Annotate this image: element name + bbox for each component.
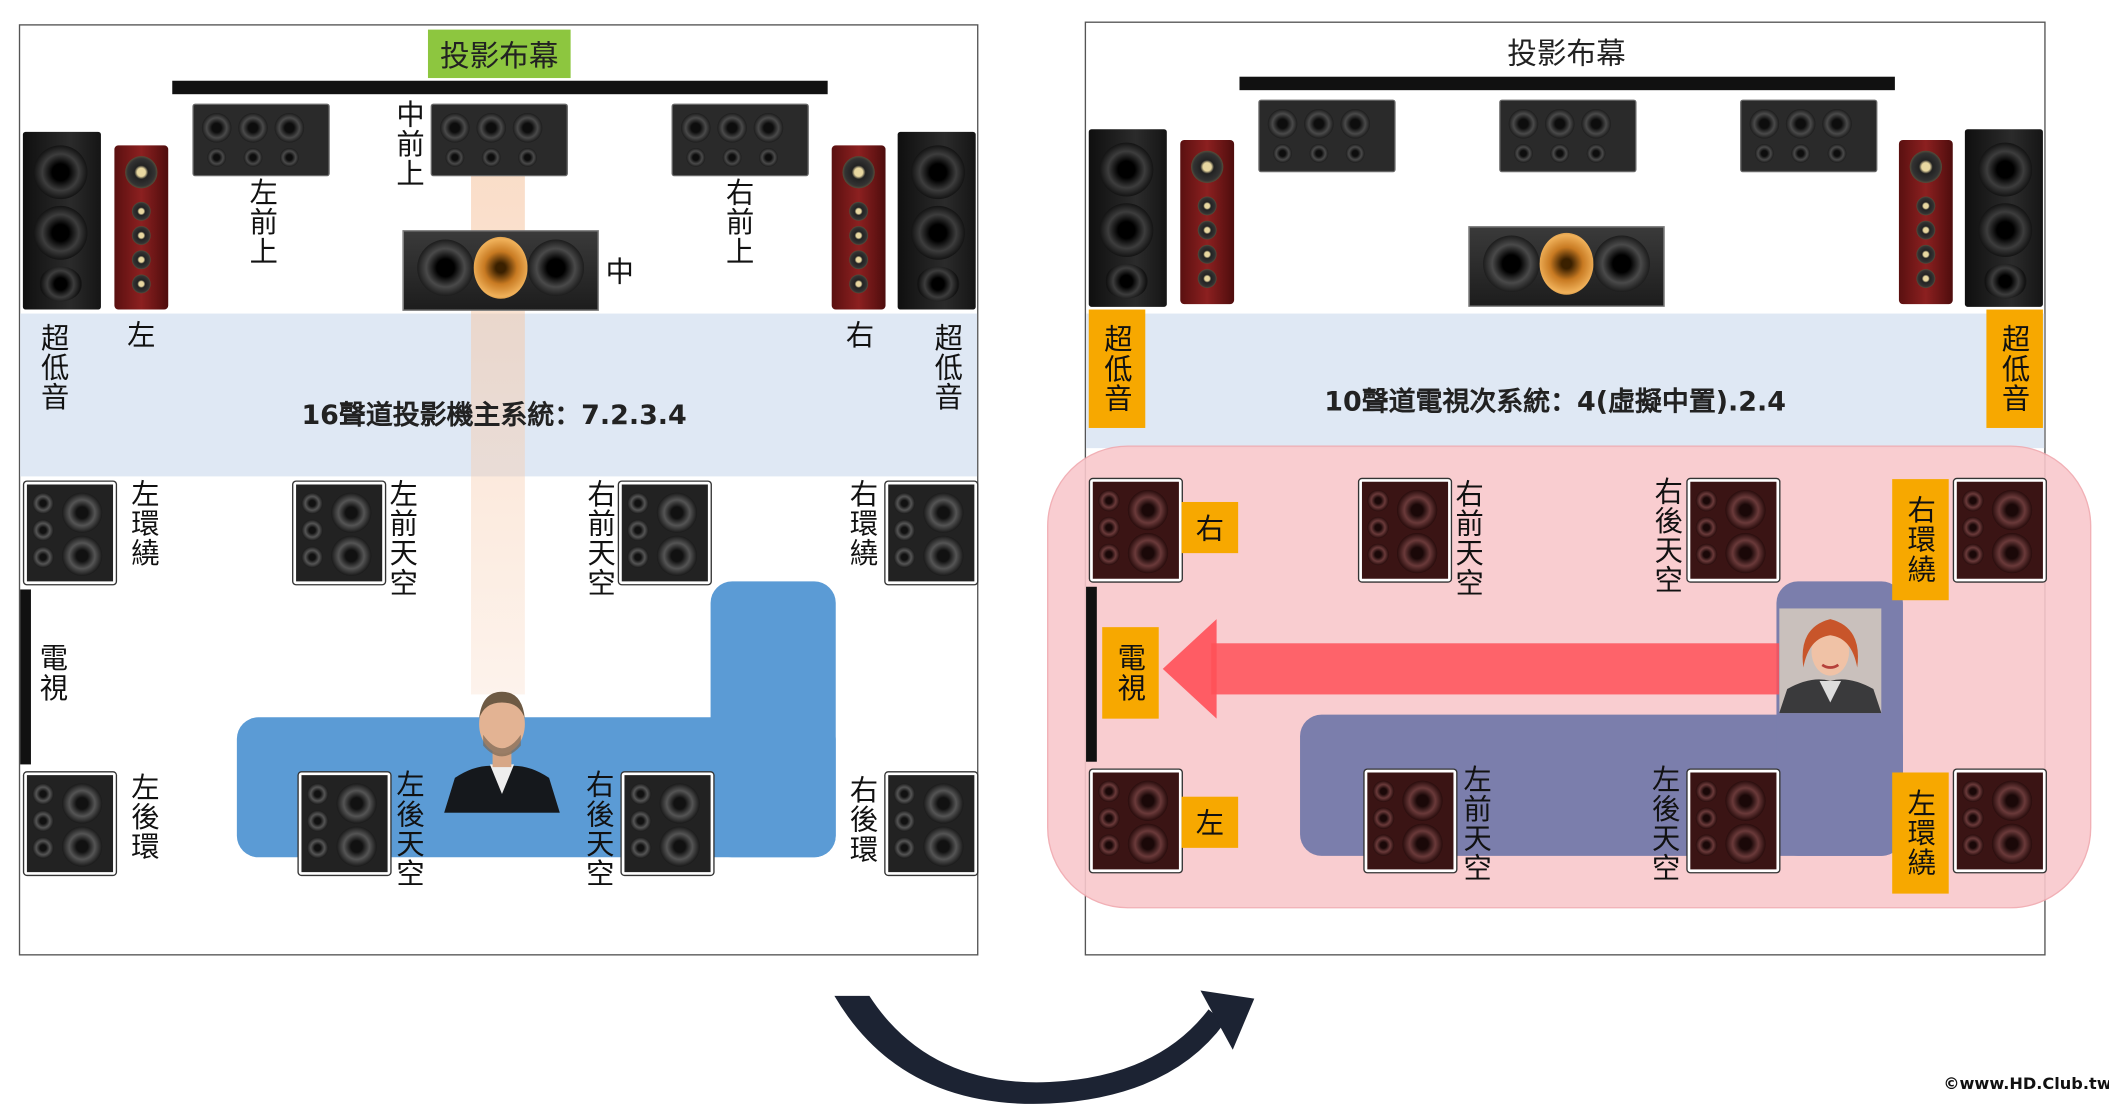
- label-center: 中: [605, 255, 634, 289]
- tv-screen: [20, 589, 31, 765]
- screen-label-tv: 投影布幕: [1507, 37, 1626, 72]
- tv-system-band: [1086, 313, 2045, 449]
- left-rear-sky-speaker: [298, 772, 391, 875]
- right-front-top-speaker: [671, 103, 809, 177]
- front-left-speaker: [114, 145, 169, 310]
- label-right-rear-sky-tv: 右後天空: [1651, 476, 1684, 595]
- right-speaker-tv: [1090, 479, 1182, 582]
- tv-screen-tv: [1086, 586, 1097, 762]
- sound-arrow-head: [1162, 619, 1217, 719]
- tag-sub-left-tv: 超低音: [1088, 309, 1146, 428]
- label-center-top: 中前上: [392, 99, 426, 189]
- left-surround-speaker: [24, 481, 116, 585]
- label-sub-right: 超低音: [931, 322, 964, 412]
- front-left-speaker-tv: [1180, 139, 1235, 305]
- label-right-surround: 右環繞: [846, 479, 879, 568]
- transition-arrow: [834, 990, 1255, 1104]
- center-top-speaker-tv: [1499, 99, 1637, 173]
- subwoofer-right: [897, 131, 976, 310]
- tv-system-label: 10聲道電視次系統：4(虛擬中置).2.4: [1324, 384, 1786, 418]
- tag-left-surround-tv: 左環繞: [1892, 772, 1949, 894]
- projection-screen-tv: [1239, 76, 1895, 91]
- right-surround-speaker-tv: [1954, 479, 2046, 582]
- label-left-front-sky: 左前天空: [386, 479, 419, 598]
- left-rear-sky-speaker-tv: [1687, 769, 1780, 873]
- subwoofer-right-tv: [1964, 129, 2043, 307]
- right-rear-sky-speaker-tv: [1687, 479, 1780, 582]
- left-rear-speaker: [24, 772, 116, 875]
- label-tv: 電視: [36, 643, 69, 703]
- right-front-sky-speaker-tv: [1359, 479, 1451, 582]
- center-speaker-tv: [1468, 226, 1665, 307]
- main-system-label: 16聲道投影機主系統：7.2.3.4: [301, 398, 687, 431]
- left-front-sky-speaker-tv: [1364, 769, 1457, 873]
- label-left-rear-sky: 左後天空: [392, 769, 426, 889]
- tag-sub-right-tv: 超低音: [1986, 309, 2043, 428]
- label-front-left: 左: [123, 320, 157, 350]
- tag-left-tv: 左: [1181, 796, 1239, 848]
- projection-screen: [172, 80, 828, 95]
- label-right-front-top: 右前上: [722, 177, 755, 267]
- label-right-front-sky: 右前天空: [584, 479, 617, 598]
- label-right-front-sky-tv: 右前天空: [1452, 479, 1485, 598]
- front-right-speaker-tv: [1898, 139, 1953, 305]
- right-surround-speaker: [885, 481, 978, 585]
- tag-right-surround-tv: 右環繞: [1892, 479, 1949, 601]
- center-speaker: [402, 230, 599, 311]
- sound-arrow: [1211, 643, 1780, 695]
- listener-main: [439, 678, 566, 813]
- label-left-rear: 左後環: [127, 772, 161, 862]
- label-left-surround: 左環繞: [127, 479, 161, 568]
- label-left-front-sky-tv: 左前天空: [1460, 764, 1493, 883]
- left-surround-speaker-tv: [1954, 769, 2046, 873]
- label-front-right: 右: [842, 320, 875, 350]
- label-left-front-top: 左前上: [246, 177, 279, 267]
- label-right-rear: 右後環: [846, 775, 879, 865]
- tag-right-tv: 右: [1181, 501, 1239, 554]
- right-front-sky-speaker: [619, 481, 711, 585]
- right-rear-sky-speaker: [621, 772, 714, 875]
- screen-label: 投影布幕: [427, 29, 571, 79]
- watermark: ©www.HD.Club.tw: [1943, 1073, 2109, 1093]
- left-front-top-speaker-tv: [1258, 99, 1396, 173]
- subwoofer-left-tv: [1088, 129, 1167, 307]
- center-top-speaker: [430, 103, 568, 177]
- left-front-top-speaker: [192, 103, 330, 177]
- label-sub-left: 超低音: [37, 322, 70, 412]
- left-front-sky-speaker: [293, 481, 385, 585]
- seating-area-side: [710, 581, 836, 858]
- right-front-top-speaker-tv: [1740, 99, 1878, 173]
- left-speaker-tv: [1090, 769, 1182, 873]
- projection-beam: [471, 129, 525, 695]
- listener-tv: [1779, 608, 1882, 714]
- right-rear-speaker: [885, 772, 978, 875]
- label-left-rear-sky-tv: 左後天空: [1648, 764, 1681, 883]
- subwoofer-left: [22, 131, 101, 310]
- front-right-speaker: [831, 145, 886, 310]
- label-right-rear-sky: 右後天空: [582, 769, 616, 889]
- tag-tv: 電視: [1102, 627, 1159, 719]
